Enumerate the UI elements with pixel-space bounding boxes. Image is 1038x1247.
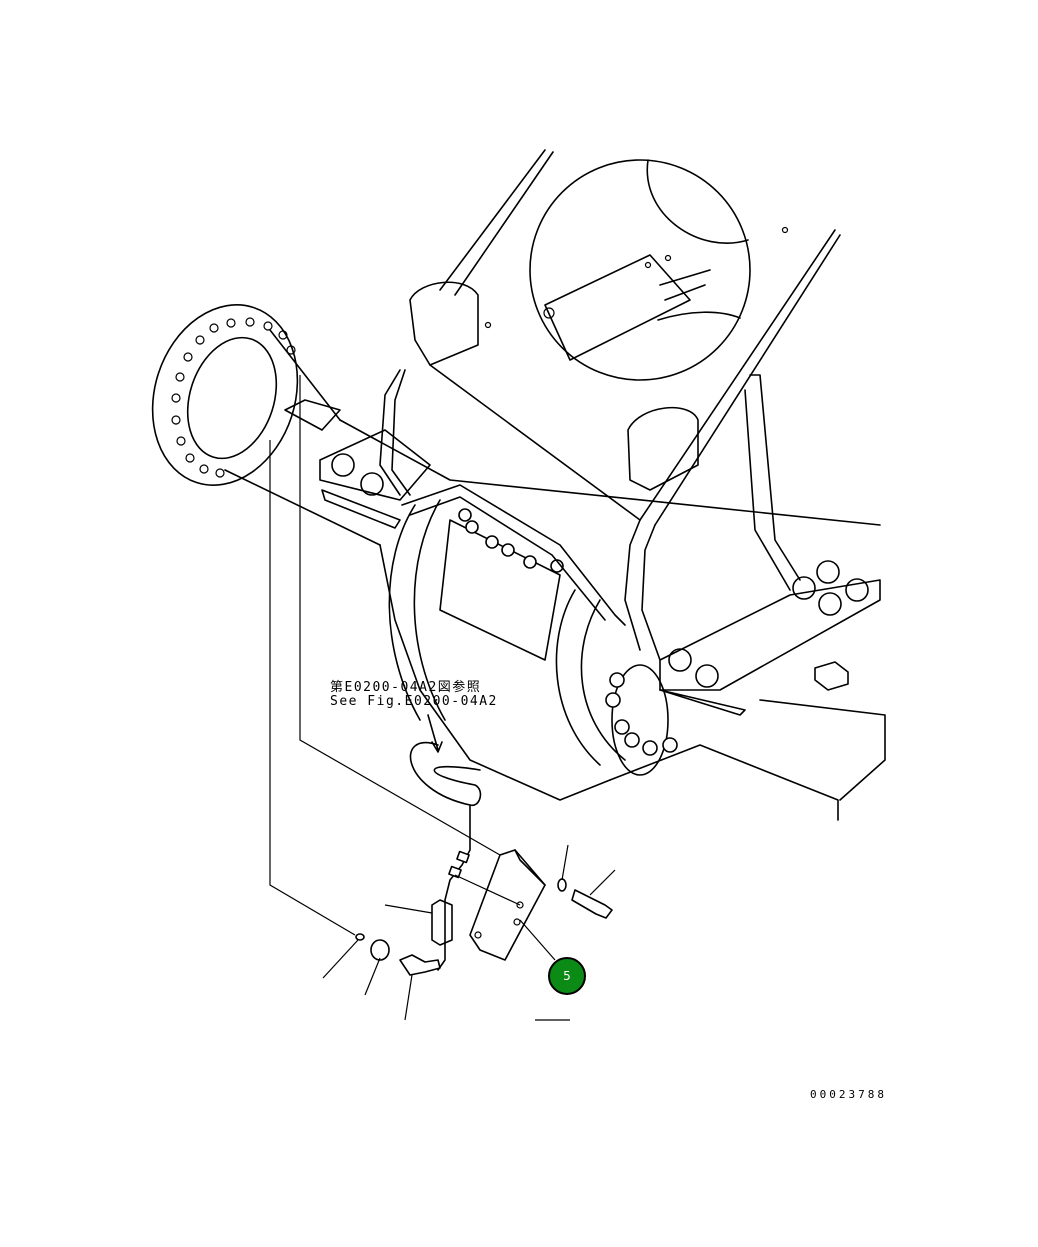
axle-housing (339, 419, 886, 821)
part-callout-5[interactable]: 5 (548, 957, 586, 995)
differential-cover (439, 508, 678, 756)
axle-flange (151, 304, 381, 546)
sensor-assembly (269, 375, 616, 1021)
frame-bracket (319, 149, 881, 716)
detail-view (484, 159, 789, 381)
reference-note-en: See Fig.E0200-04A2 (330, 694, 498, 709)
document-number: 00023788 (810, 1088, 887, 1101)
callout-label: 5 (563, 969, 571, 983)
reference-note-jp: 第E0200-04A2図参照 (330, 680, 482, 695)
